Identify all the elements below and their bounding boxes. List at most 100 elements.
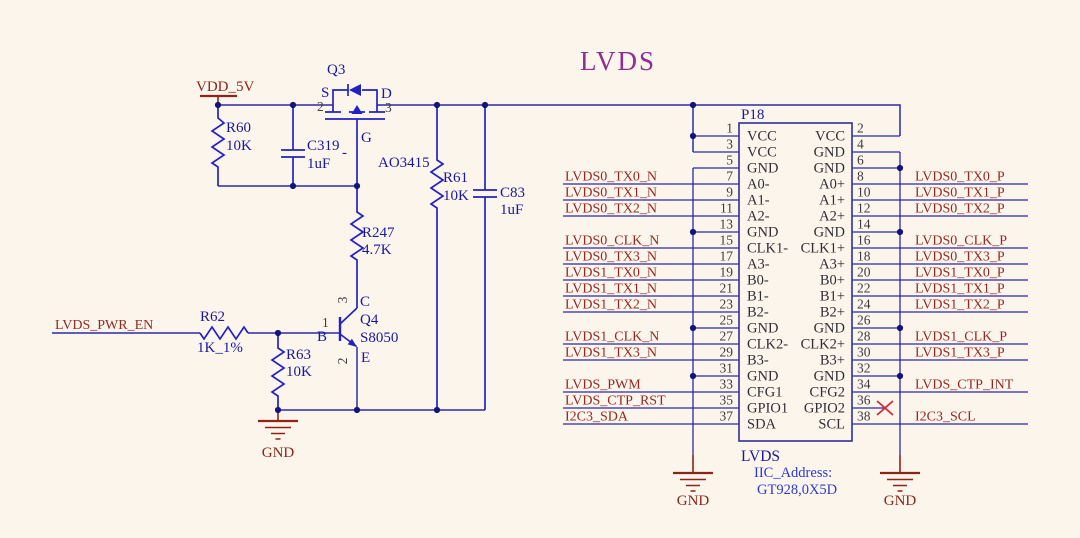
pin-number-19: 19 <box>720 265 734 280</box>
r61-resistor-symbol <box>429 105 445 410</box>
pin-name-GND: GND <box>747 225 778 241</box>
pin-name-GND: GND <box>747 369 778 385</box>
q3-part-number: AO3415 <box>378 155 430 171</box>
net-label-LVDS1_CLK_P: LVDS1_CLK_P <box>915 330 1007 345</box>
junction-dot <box>689 372 697 380</box>
pin-name-GND: GND <box>814 161 845 177</box>
net-label-LVDS0_TX2_N: LVDS0_TX2_N <box>565 202 657 217</box>
pin-name-A1-: A1- <box>747 193 770 209</box>
pin-number-25: 25 <box>720 313 734 328</box>
net-label-LVDS0_TX3_N: LVDS0_TX3_N <box>565 250 657 265</box>
junction-dot <box>689 324 697 332</box>
r63-resistor-symbol <box>270 333 286 410</box>
pin-number-33: 33 <box>720 377 734 392</box>
pin-name-A0-: A0- <box>747 177 770 193</box>
q3-pin-d-label: D <box>381 86 392 102</box>
pin-number-10: 10 <box>857 185 871 200</box>
rail-right-wire <box>377 104 901 136</box>
r247-ref: R247 <box>362 225 395 241</box>
junction-dot <box>896 324 904 332</box>
pin-name-GND: GND <box>814 145 845 161</box>
q4-pin-b-label: B <box>317 329 327 345</box>
pin-name-GPIO1: GPIO1 <box>747 401 788 417</box>
q4-pin-e-label: E <box>361 350 370 366</box>
pin-name-B2+: B2+ <box>820 305 845 321</box>
pin-name-SDA: SDA <box>747 417 777 433</box>
pin-number-11: 11 <box>720 201 733 216</box>
net-label-LVDS0_TX0_N: LVDS0_TX0_N <box>565 170 657 185</box>
pin-number-35: 35 <box>720 393 734 408</box>
r63-value: 10K <box>286 364 312 380</box>
pin-name-GND: GND <box>814 369 845 385</box>
gnd1-bars <box>265 426 291 440</box>
iic-address-note-line2: GT928,0X5D <box>757 482 837 498</box>
q3-channel-stubs <box>332 105 378 112</box>
pin-name-B3+: B3+ <box>820 353 845 369</box>
net-label-LVDS0_CLK_N: LVDS0_CLK_N <box>565 234 659 249</box>
pin-name-A2-: A2- <box>747 209 770 225</box>
pin-number-38: 38 <box>857 409 871 424</box>
r61-value: 10K <box>443 188 469 204</box>
r62-value: 1K_1% <box>197 340 243 356</box>
net-label-LVDS0_TX3_P: LVDS0_TX3_P <box>915 250 1005 265</box>
net-label-I2C3_SCL: I2C3_SCL <box>915 410 976 425</box>
vdd-net-label: VDD_5V <box>196 79 254 95</box>
pin-name-CFG1: CFG1 <box>747 385 782 401</box>
pin-name-B2-: B2- <box>747 305 769 321</box>
pin-number-28: 28 <box>857 329 871 344</box>
pin-name-A0+: A0+ <box>819 177 845 193</box>
pin-number-34: 34 <box>857 377 871 392</box>
pin-number-32: 32 <box>857 361 871 376</box>
net-label-I2C3_SDA: I2C3_SDA <box>565 410 629 425</box>
q3-diode-arrow <box>349 84 361 96</box>
q4-pin-b-number: 1 <box>322 315 329 330</box>
pin-number-6: 6 <box>857 153 864 168</box>
pin-number-37: 37 <box>720 409 734 424</box>
pin-number-24: 24 <box>857 297 871 312</box>
pin-name-A3+: A3+ <box>819 257 845 273</box>
pin-number-9: 9 <box>726 185 733 200</box>
q4-collector-line <box>339 307 358 325</box>
pin-number-12: 12 <box>857 201 871 216</box>
pin-number-22: 22 <box>857 281 871 296</box>
pin-name-GPIO2: GPIO2 <box>804 401 845 417</box>
c83-value: 1uF <box>500 202 523 218</box>
net-label-LVDS_CTP_INT: LVDS_CTP_INT <box>915 378 1014 393</box>
r247-resistor-symbol <box>349 119 365 308</box>
net-label-LVDS_CTP_RST: LVDS_CTP_RST <box>565 394 666 409</box>
pin-name-CLK2+: CLK2+ <box>801 337 845 353</box>
r60-value: 10K <box>226 138 252 154</box>
r60-ref: R60 <box>226 120 251 136</box>
r62-ref: R62 <box>200 309 225 325</box>
pin-name-VCC: VCC <box>747 145 777 161</box>
pin-number-7: 7 <box>726 169 733 184</box>
connector-name: LVDS <box>741 448 780 465</box>
junction-dot <box>689 132 697 140</box>
pin-name-GND: GND <box>814 321 845 337</box>
pin-number-13: 13 <box>720 217 734 232</box>
q4-pin-c-label: C <box>360 294 370 310</box>
net-label-LVDS0_TX2_P: LVDS0_TX2_P <box>915 202 1005 217</box>
q3-substrate-arrow <box>351 105 363 114</box>
junction-dot <box>689 228 697 236</box>
q3-pin-s-label: S <box>321 85 329 101</box>
pin-name-A1+: A1+ <box>819 193 845 209</box>
gnd2-bars <box>680 478 706 492</box>
no-connect-x-icon <box>876 400 894 416</box>
net-label-LVDS_PWM: LVDS_PWM <box>565 378 641 393</box>
q4-emitter-arrow <box>347 338 357 347</box>
c319-value: 1uF <box>307 156 330 172</box>
junction-dots <box>214 101 697 414</box>
pin-number-31: 31 <box>720 361 734 376</box>
gnd1-label: GND <box>262 445 295 461</box>
gnd2-label: GND <box>677 493 710 509</box>
r247-value: 4.7K <box>362 242 392 258</box>
q3-pin-d-number: 3 <box>385 100 392 115</box>
net-label-LVDS0_TX0_P: LVDS0_TX0_P <box>915 170 1005 185</box>
pin-number-36: 36 <box>857 393 871 408</box>
connector-ref: P18 <box>741 107 764 123</box>
pin-number-17: 17 <box>720 249 734 264</box>
net-label-LVDS1_TX3_P: LVDS1_TX3_P <box>915 346 1005 361</box>
